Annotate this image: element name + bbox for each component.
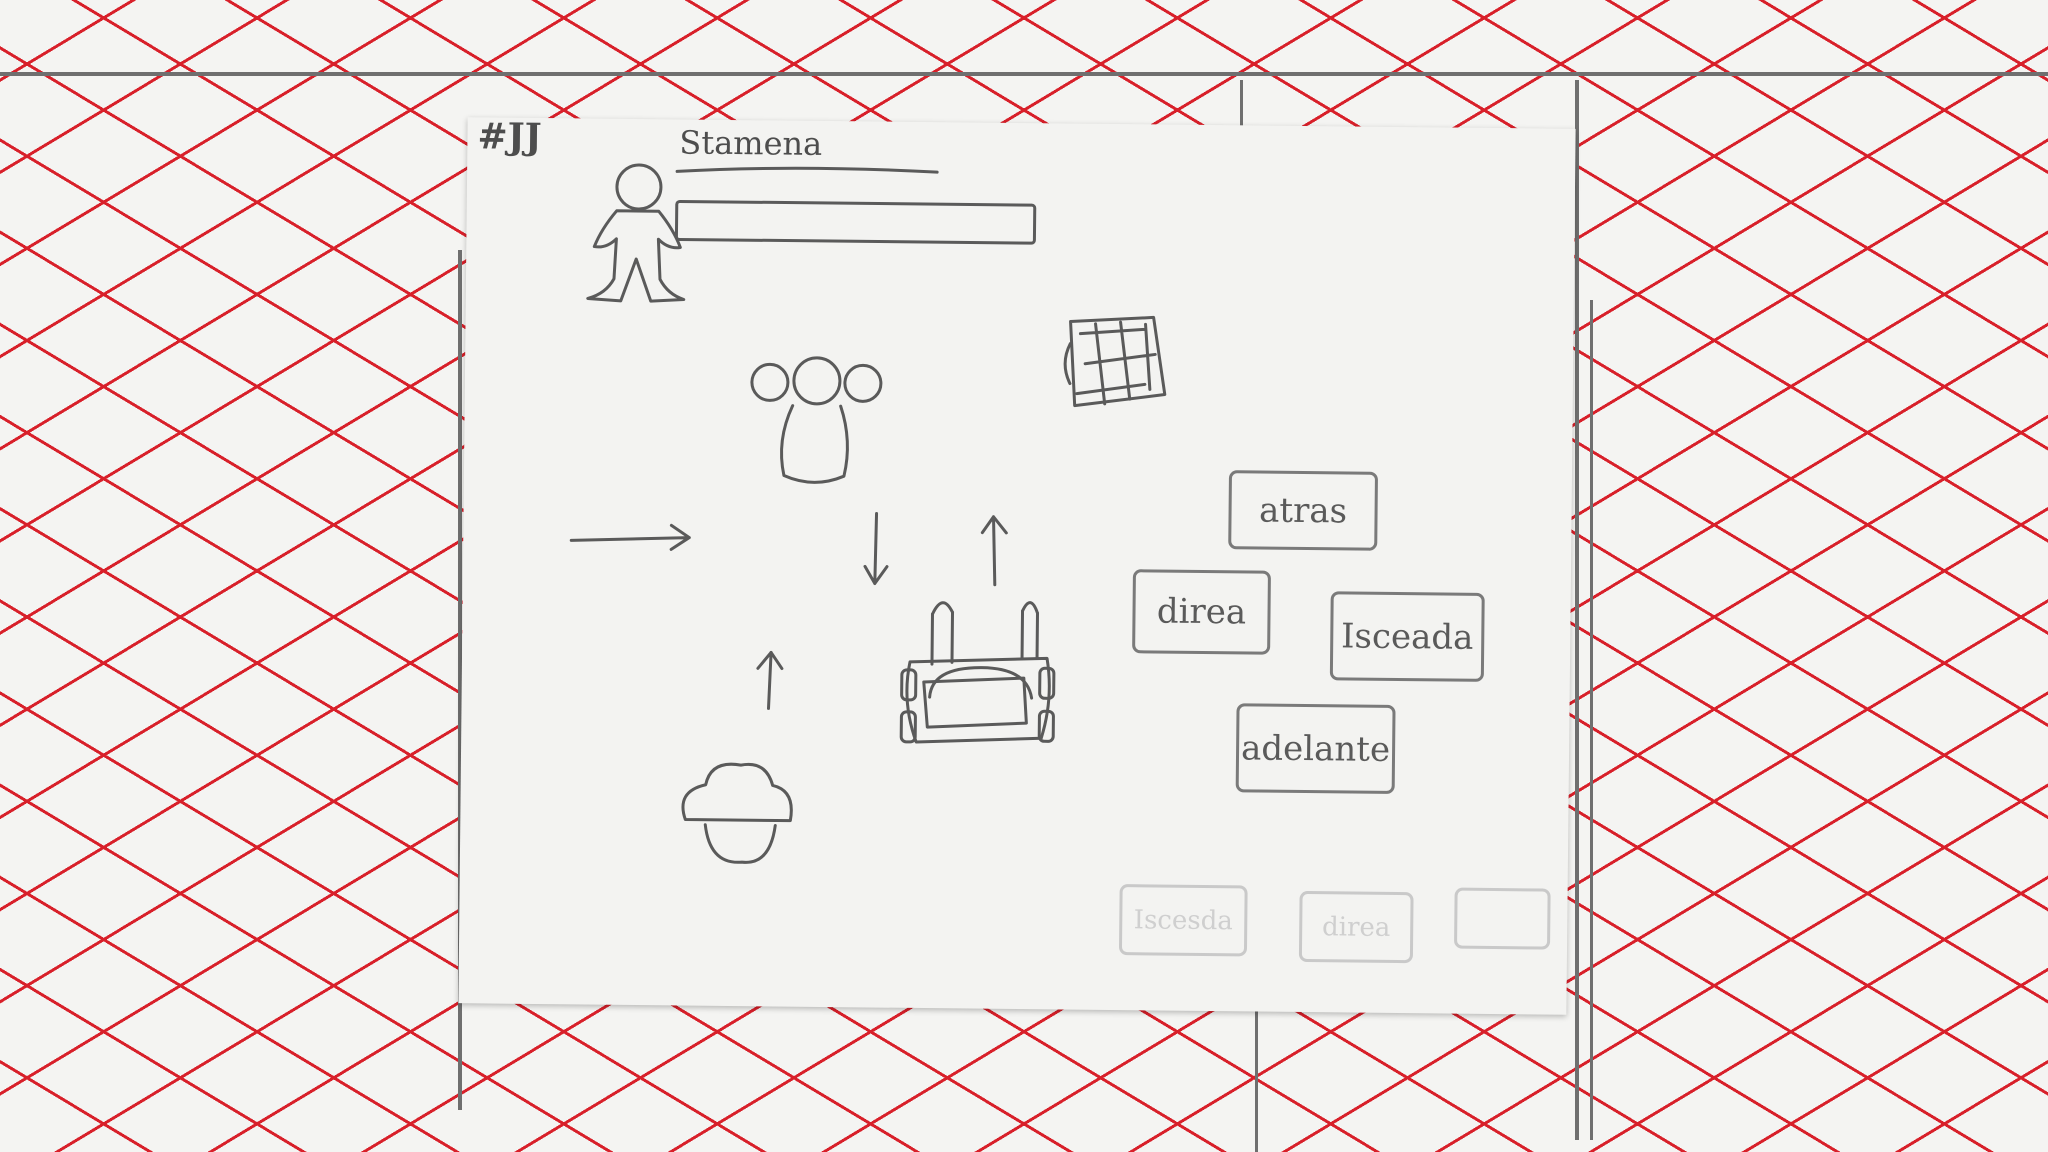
player-figure-icon	[586, 163, 686, 303]
arrow-up-icon	[980, 515, 1008, 587]
stamina-label: Stamena	[679, 123, 823, 163]
board-line-top	[0, 72, 2048, 76]
back-button[interactable]: atras	[1228, 470, 1379, 551]
board-line-bottom-mid	[1255, 1010, 1258, 1152]
board-line-mid	[1240, 80, 1243, 130]
board-line-right-inner	[1590, 300, 1593, 1140]
crate-icon	[1063, 315, 1167, 408]
cart-icon	[899, 601, 1056, 744]
forward-button[interactable]: adelante	[1235, 703, 1396, 794]
board-line-left	[458, 250, 462, 1110]
left-button[interactable]: Isceada	[1329, 591, 1485, 682]
screen-number: #JJ	[477, 115, 542, 158]
faint-right-button: direa	[1298, 890, 1414, 964]
faint-left-button: Iscesda	[1118, 884, 1248, 957]
character-icon	[750, 356, 883, 484]
right-button[interactable]: direa	[1132, 569, 1271, 655]
arrow-up-small-icon	[756, 650, 784, 710]
board-line-right	[1575, 80, 1579, 1140]
arrow-right-icon	[569, 523, 691, 551]
stamina-bar	[674, 166, 1037, 245]
sketch-drawing	[569, 163, 1167, 864]
cupcake-icon	[681, 762, 793, 864]
arrow-down-icon	[863, 512, 889, 586]
faint-extra-button	[1454, 887, 1551, 950]
paper-sketch: #JJ Stamena atras direa Isceada adelante…	[458, 115, 1576, 1015]
